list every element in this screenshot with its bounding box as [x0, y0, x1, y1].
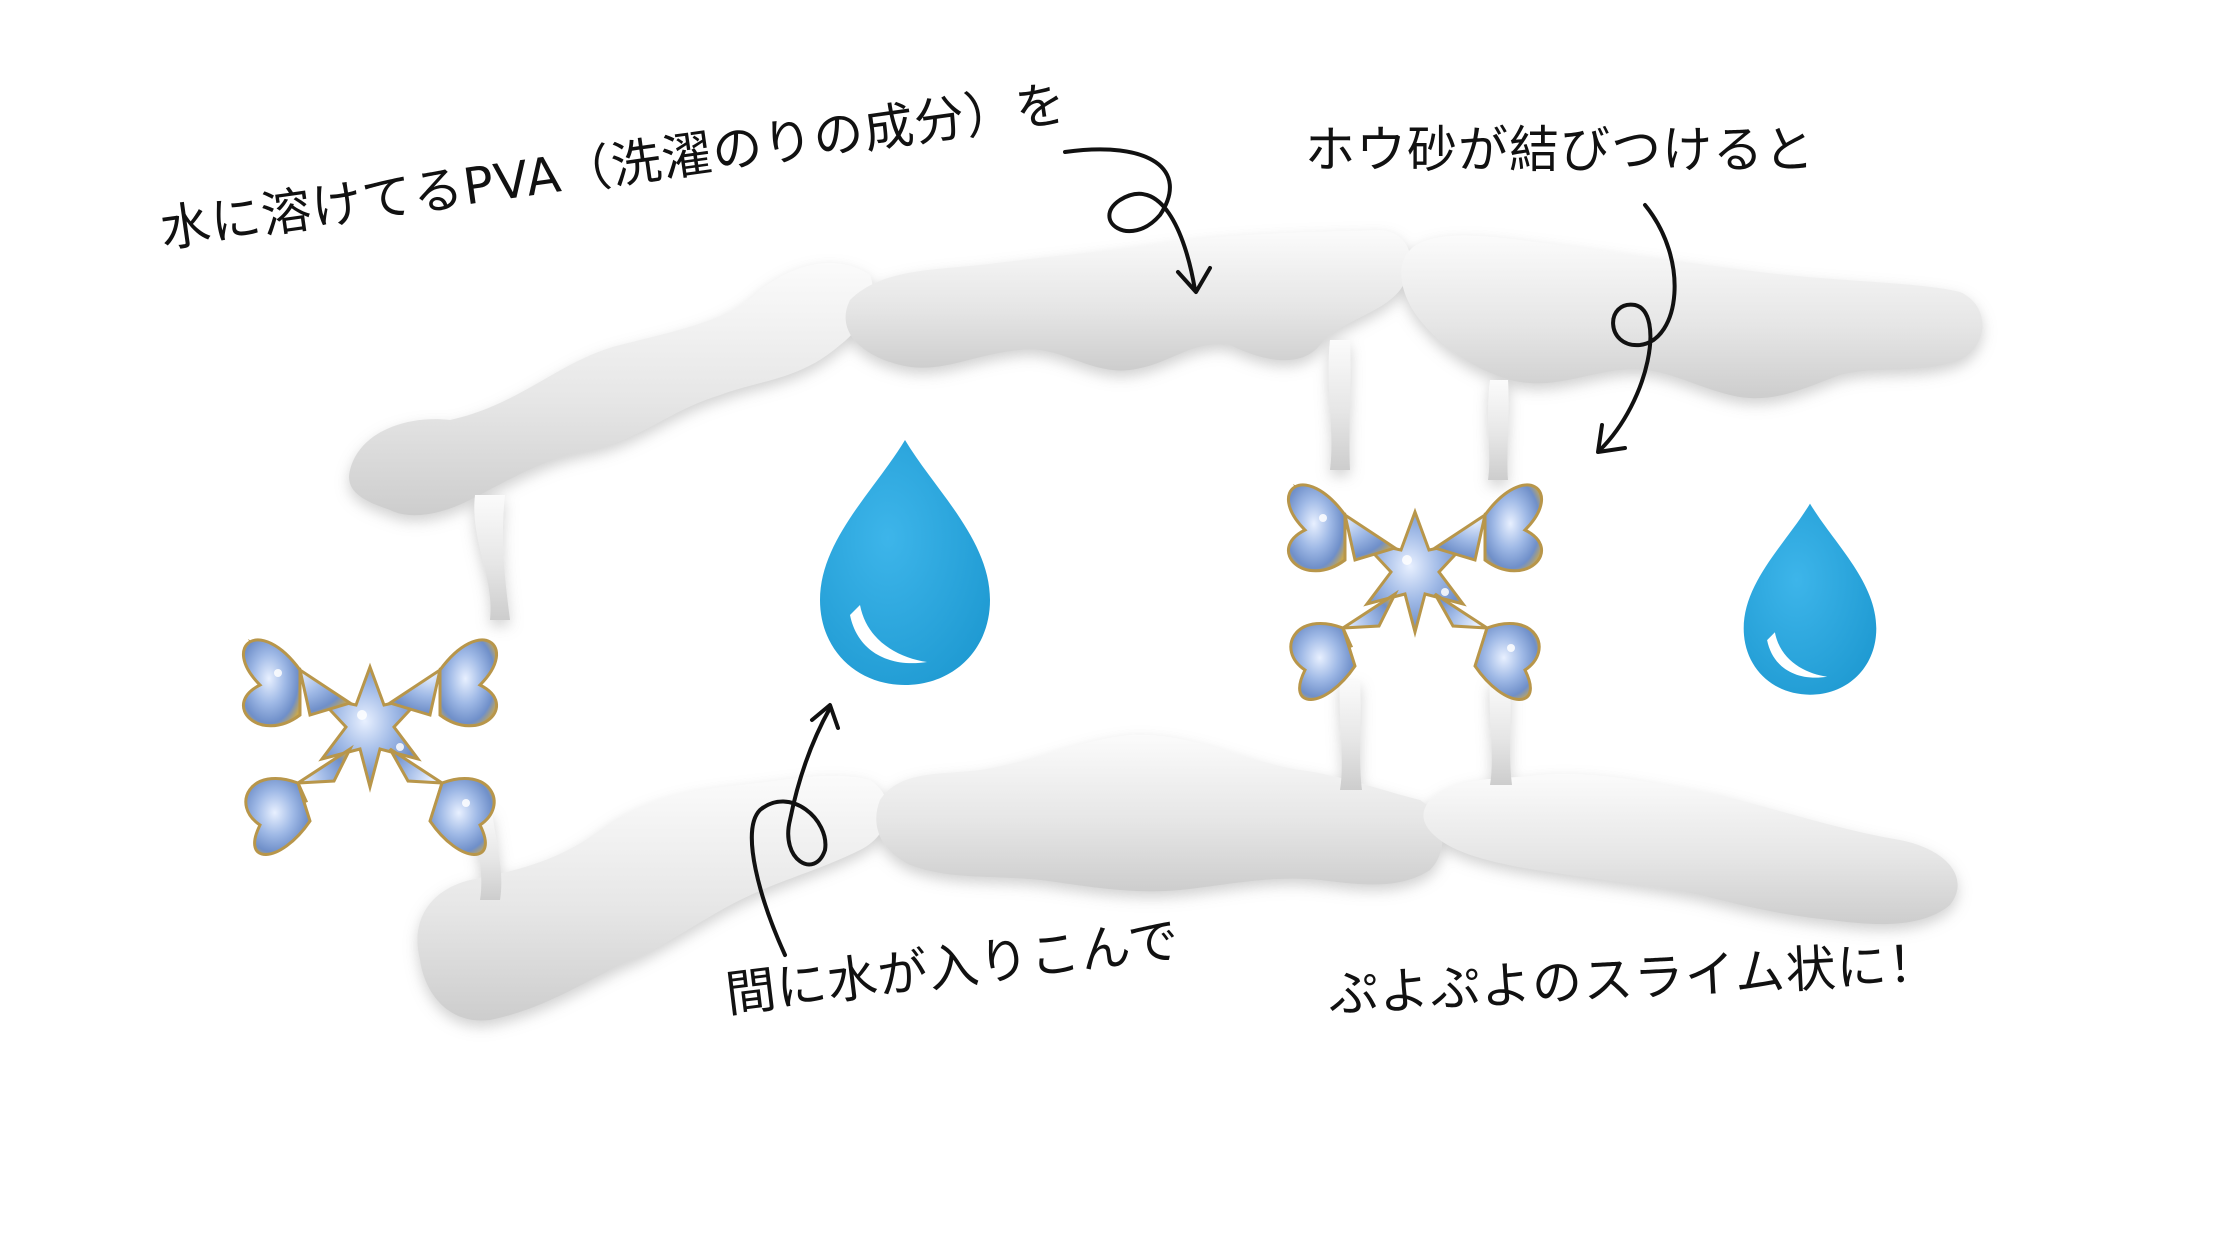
polymer-chain-lower-center [876, 734, 1443, 892]
polymer-strand [474, 495, 510, 620]
polymer-strand [1328, 340, 1351, 470]
polymer-chain-lower-left [417, 775, 889, 1021]
water-drop-icon [820, 440, 990, 685]
polymer-chain-lower-right [1423, 774, 1958, 925]
polymer-chain-upper-right [1401, 235, 1983, 399]
polymer-chain-left-upper [349, 263, 873, 516]
borax-crystal-icon [1286, 483, 1544, 702]
polymer-strand [1339, 680, 1362, 790]
water-drop-icon [1743, 503, 1877, 695]
polymer-chains [349, 230, 1983, 1021]
polymer-strand [1489, 680, 1512, 785]
polymer-chain-upper-center [845, 230, 1411, 371]
curly-arrow-icon [749, 147, 1677, 957]
label-borax: ホウ砂が結びつけると [1305, 121, 1815, 179]
polymer-strand [1488, 380, 1509, 480]
borax-crystal-icon [241, 638, 499, 857]
